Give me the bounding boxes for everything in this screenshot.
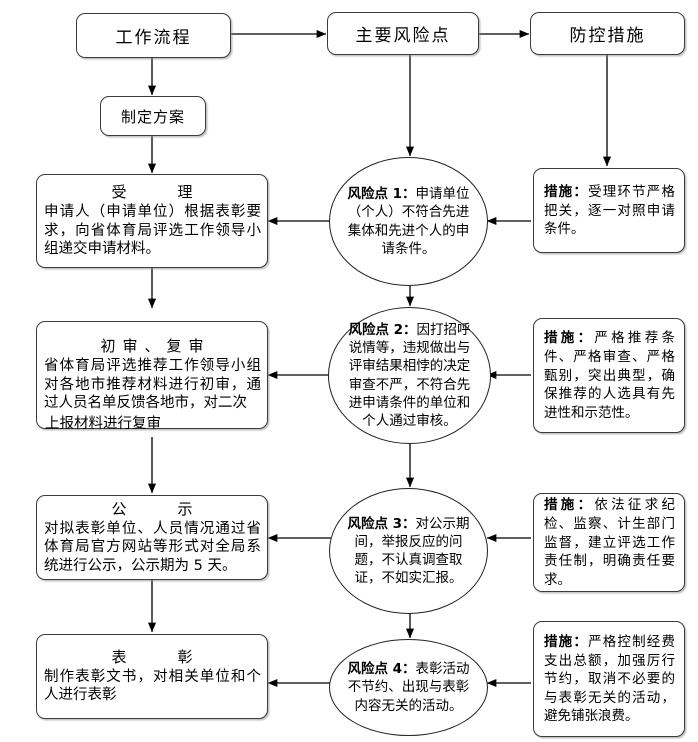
measure-1-body: 受理环节严格把关，逐一对照申请条件。	[544, 184, 675, 238]
header-risk-points-label: 主要风险点	[355, 26, 451, 46]
process-step-body: 对拟表彰单位、人员情况通过省体育局官方网站等形式对全局系统进行公示，公示期为 5…	[44, 520, 261, 574]
risk-point-3-text: 风险点 3：对公示期间，举报反应的问题，不认真调查取证，不如实汇报。	[329, 515, 488, 588]
risk-point-1-label: 风险点 1：	[347, 186, 416, 203]
risk-point-2-label: 风险点 2：	[348, 321, 417, 338]
measure-box-2[interactable]: 措施：严格推荐条件、严格审查、严格甄别，突出典型，确保推荐的人选具有先进性和示范…	[533, 318, 685, 433]
risk-point-1[interactable]: 风险点 1：申请单位（个人）不符合先进集体和先进个人的申请条件。	[329, 157, 488, 286]
measure-1-label: 措施：	[544, 184, 589, 201]
process-step-commendation[interactable]: 表 彰 制作表彰文书，对相关单位和个人进行表彰	[36, 634, 268, 719]
process-step-acceptance[interactable]: 受 理 申请人（申请单位）根据表彰要求，向省体育局评选工作领导小组递交申请材料。	[36, 174, 268, 268]
process-step-title: 公 示	[111, 499, 200, 518]
risk-point-3[interactable]: 风险点 3：对公示期间，举报反应的问题，不认真调查取证，不如实汇报。	[329, 488, 488, 614]
ellipse-shape	[329, 157, 488, 286]
risk-point-1-text: 风险点 1：申请单位（个人）不符合先进集体和先进个人的申请条件。	[329, 185, 488, 258]
risk-point-2-text: 风险点 2：因打招呼说情等，违规做出与评审结果相悖的决定审查不严，不符合先进申请…	[328, 321, 491, 430]
measure-4-label: 措施：	[544, 633, 589, 650]
header-measures[interactable]: 防控措施	[530, 12, 685, 55]
measure-3-body: 依法征求纪检、监察、计生部门监督，建立评选工作责任制，明确责任要求。	[544, 497, 676, 588]
process-step-publicity[interactable]: 公 示 对拟表彰单位、人员情况通过省体育局官方网站等形式对全局系统进行公示，公示…	[36, 495, 268, 580]
measure-4-text: 措施：严格控制经费支出总额，加强厉行节约，取消不必要的与表彰无关的活动，避免铺张…	[534, 628, 684, 730]
header-workflow-label: 工作流程	[115, 28, 192, 48]
measure-box-4[interactable]: 措施：严格控制经费支出总额，加强厉行节约，取消不必要的与表彰无关的活动，避免铺张…	[533, 621, 685, 737]
process-step-title: 初审、复审	[100, 337, 211, 356]
measure-3-label: 措施：	[544, 497, 595, 514]
risk-point-2-body: 因打招呼说情等，违规做出与评审结果相悖的决定审查不严，不符合先进申请条件的单位和…	[348, 321, 471, 429]
measure-2-label: 措施：	[544, 330, 595, 347]
header-measures-label: 防控措施	[569, 26, 646, 46]
measure-box-1[interactable]: 措施：受理环节严格把关，逐一对照申请条件。	[533, 168, 685, 253]
risk-point-4-text: 风险点 4：表彰活动不节约、出现与表彰内容无关的活动。	[329, 660, 488, 715]
process-step-review-overflow: 上报材料进行复审	[45, 416, 161, 432]
ellipse-shape	[328, 307, 491, 444]
measure-2-text: 措施：严格推荐条件、严格审查、严格甄别，突出典型，确保推荐的人选具有先进性和示范…	[534, 324, 684, 426]
ellipse-shape	[329, 639, 488, 736]
measure-box-3[interactable]: 措施：依法征求纪检、监察、计生部门监督，建立评选工作责任制，明确责任要求。	[533, 493, 685, 592]
risk-point-2[interactable]: 风险点 2：因打招呼说情等，违规做出与评审结果相悖的决定审查不严，不符合先进申请…	[328, 307, 491, 444]
process-step-body: 制作表彰文书，对相关单位和个人进行表彰	[44, 668, 261, 704]
measure-3-text: 措施：依法征求纪检、监察、计生部门监督，建立评选工作责任制，明确责任要求。	[534, 491, 684, 593]
process-step-title: 受 理	[111, 183, 200, 202]
process-plan[interactable]: 制定方案	[100, 96, 206, 136]
header-workflow[interactable]: 工作流程	[76, 13, 231, 58]
measure-1-text: 措施：受理环节严格把关，逐一对照申请条件。	[534, 178, 684, 243]
ellipse-shape	[329, 488, 488, 614]
process-step-title: 表 彰	[111, 648, 200, 667]
risk-point-4-label: 风险点 4：	[347, 661, 416, 678]
risk-point-4[interactable]: 风险点 4：表彰活动不节约、出现与表彰内容无关的活动。	[329, 639, 488, 736]
process-step-body: 省体育局评选推荐工作领导小组对各地市推荐材料进行初审，通过人员名单反馈各地市，对…	[44, 358, 261, 412]
risk-point-3-label: 风险点 3：	[347, 515, 416, 532]
header-risk-points[interactable]: 主要风险点	[327, 12, 479, 55]
process-step-body: 申请人（申请单位）根据表彰要求，向省体育局评选工作领导小组递交申请材料。	[44, 204, 261, 258]
measure-4-body: 严格控制经费支出总额，加强厉行节约，取消不必要的与表彰无关的活动，避免铺张浪费。	[544, 633, 675, 725]
process-step-review[interactable]: 初审、复审 省体育局评选推荐工作领导小组对各地市推荐材料进行初审，通过人员名单反…	[36, 321, 268, 429]
measure-2-body: 严格推荐条件、严格审查、严格甄别，突出典型，确保推荐的人选具有先进性和示范性。	[544, 330, 676, 421]
risk-point-1-body: 申请单位（个人）不符合先进集体和先进个人的申请条件。	[347, 186, 470, 257]
process-plan-label: 制定方案	[120, 107, 185, 126]
